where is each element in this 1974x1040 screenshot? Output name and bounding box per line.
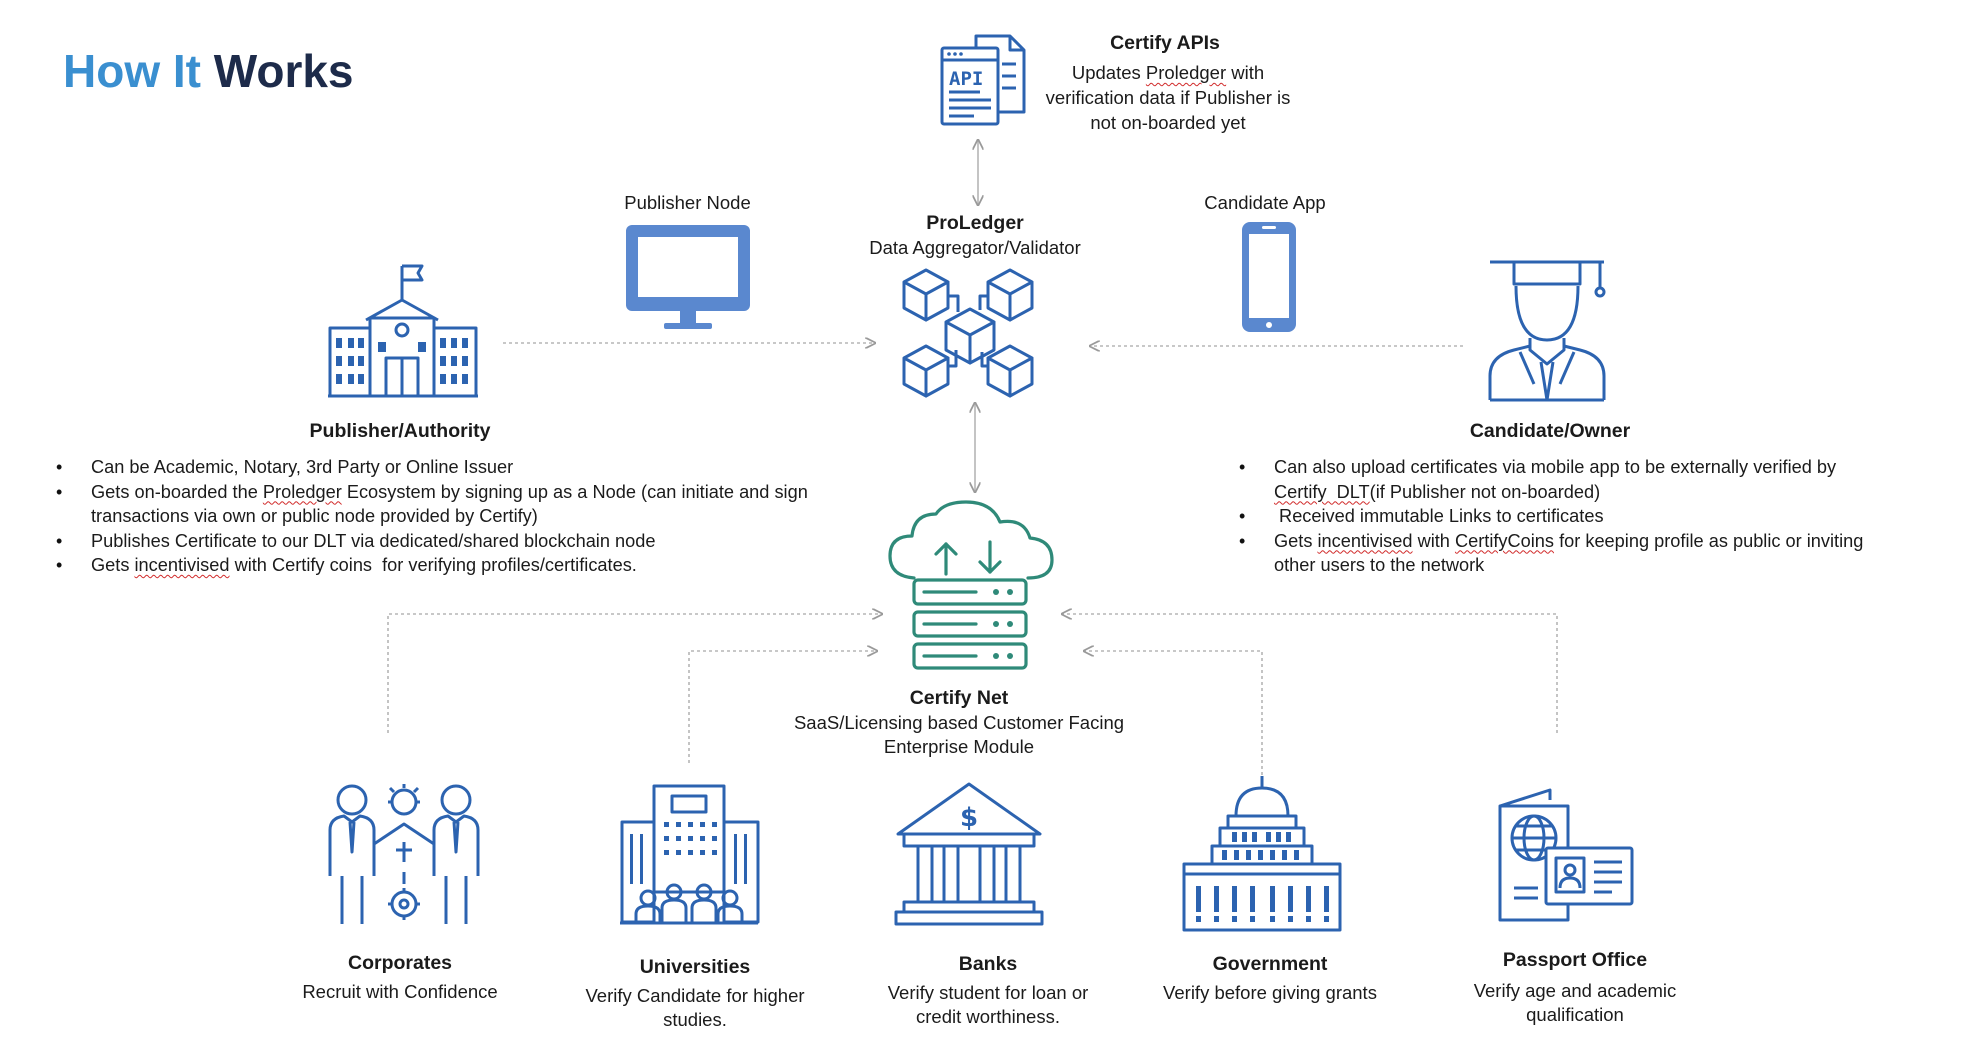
consumer-name: Corporates <box>347 952 453 974</box>
consumer-passport-office: Passport Office Verify age and academic … <box>1425 947 1725 1027</box>
candidate-bullets: Can also upload certificates via mobile … <box>1239 455 1939 578</box>
consumer-desc: qualification <box>1526 1004 1624 1025</box>
consumer-desc: studies. <box>663 1009 727 1030</box>
candidate-title: Candidate/Owner <box>1469 420 1631 442</box>
capitol-icon <box>1182 776 1342 932</box>
certify-net-line1: SaaS/Licensing based Customer Facing <box>793 712 1125 733</box>
corporate-people-icon <box>328 784 480 924</box>
page-title: How It Works <box>63 44 354 98</box>
candidate-bullet: Can also upload certificates via mobile … <box>1239 455 1939 504</box>
certify-apis-desc: Updates Proledger with verification data… <box>1018 60 1318 135</box>
proledger-subtitle: Data Aggregator/Validator <box>869 237 1081 258</box>
candidate-bullet: Gets incentivised with CertifyCoins for … <box>1239 529 1939 578</box>
consumer-desc: credit worthiness. <box>916 1006 1060 1027</box>
consumer-name: Banks <box>958 953 1018 975</box>
consumer-desc: Verify student for loan or <box>887 982 1089 1003</box>
building-icon <box>328 264 478 398</box>
certify-apis-line2: verification data if Publisher is <box>1045 87 1291 108</box>
consumer-name: Government <box>1212 953 1328 975</box>
proledger-title: ProLedger <box>926 212 1024 234</box>
svg-text:$: $ <box>960 803 978 833</box>
publisher-title: Publisher/Authority <box>309 420 491 442</box>
api-icon-text: API <box>949 68 983 90</box>
publisher-bullet: Gets incentivised with Certify coins for… <box>56 553 876 578</box>
certify-apis-line1: Updates Proledger with <box>1071 62 1265 83</box>
graduate-icon <box>1488 260 1606 402</box>
monitor-icon <box>626 225 750 329</box>
proledger-label: ProLedger Data Aggregator/Validator <box>835 211 1115 259</box>
title-part1: How It <box>63 45 201 97</box>
government-connector <box>1084 651 1263 775</box>
university-crowd-icon <box>620 784 760 925</box>
publisher-bullet: Gets on-boarded the Proledger Ecosystem … <box>56 480 876 529</box>
consumer-desc: Verify Candidate for higher <box>585 985 805 1006</box>
passport-icon <box>1498 788 1634 922</box>
blockchain-cubes-icon <box>902 268 1034 398</box>
publisher-bullet: Publishes Certificate to our DLT via ded… <box>56 529 876 554</box>
consumer-name: Universities <box>639 956 751 978</box>
api-document-icon: API <box>940 34 1026 126</box>
consumer-name: Passport Office <box>1502 949 1648 971</box>
consumer-banks: Banks Verify student for loan or credit … <box>848 951 1128 1029</box>
consumer-desc: Verify before giving grants <box>1163 982 1377 1003</box>
consumer-desc: Recruit with Confidence <box>302 981 498 1002</box>
certify-net-label: Certify Net SaaS/Licensing based Custome… <box>780 686 1138 759</box>
certify-apis-block: Certify APIs <box>1030 30 1300 56</box>
publisher-bullets: Can be Academic, Notary, 3rd Party or On… <box>56 455 876 578</box>
consumer-corporates: Corporates Recruit with Confidence <box>255 950 545 1004</box>
universities-connector <box>688 651 877 763</box>
cloud-server-icon <box>888 500 1054 670</box>
certify-net-line2: Enterprise Module <box>883 736 1035 757</box>
consumer-government: Government Verify before giving grants <box>1120 951 1420 1005</box>
certify-apis-title: Certify APIs <box>1110 32 1220 54</box>
certify-net-title: Certify Net <box>909 687 1009 709</box>
bank-icon: $ <box>894 782 1044 926</box>
title-part2: Works <box>213 45 354 97</box>
smartphone-icon <box>1242 222 1296 332</box>
publisher-bullet: Can be Academic, Notary, 3rd Party or On… <box>56 455 876 480</box>
candidate-bullet: Received immutable Links to certificates <box>1239 504 1939 529</box>
certify-apis-line3: not on-boarded yet <box>1090 112 1246 133</box>
consumer-desc: Verify age and academic <box>1473 980 1677 1001</box>
candidate-app-label: Candidate App <box>1204 192 1326 213</box>
publisher-node-label: Publisher Node <box>624 192 751 213</box>
consumer-universities: Universities Verify Candidate for higher… <box>555 954 835 1032</box>
